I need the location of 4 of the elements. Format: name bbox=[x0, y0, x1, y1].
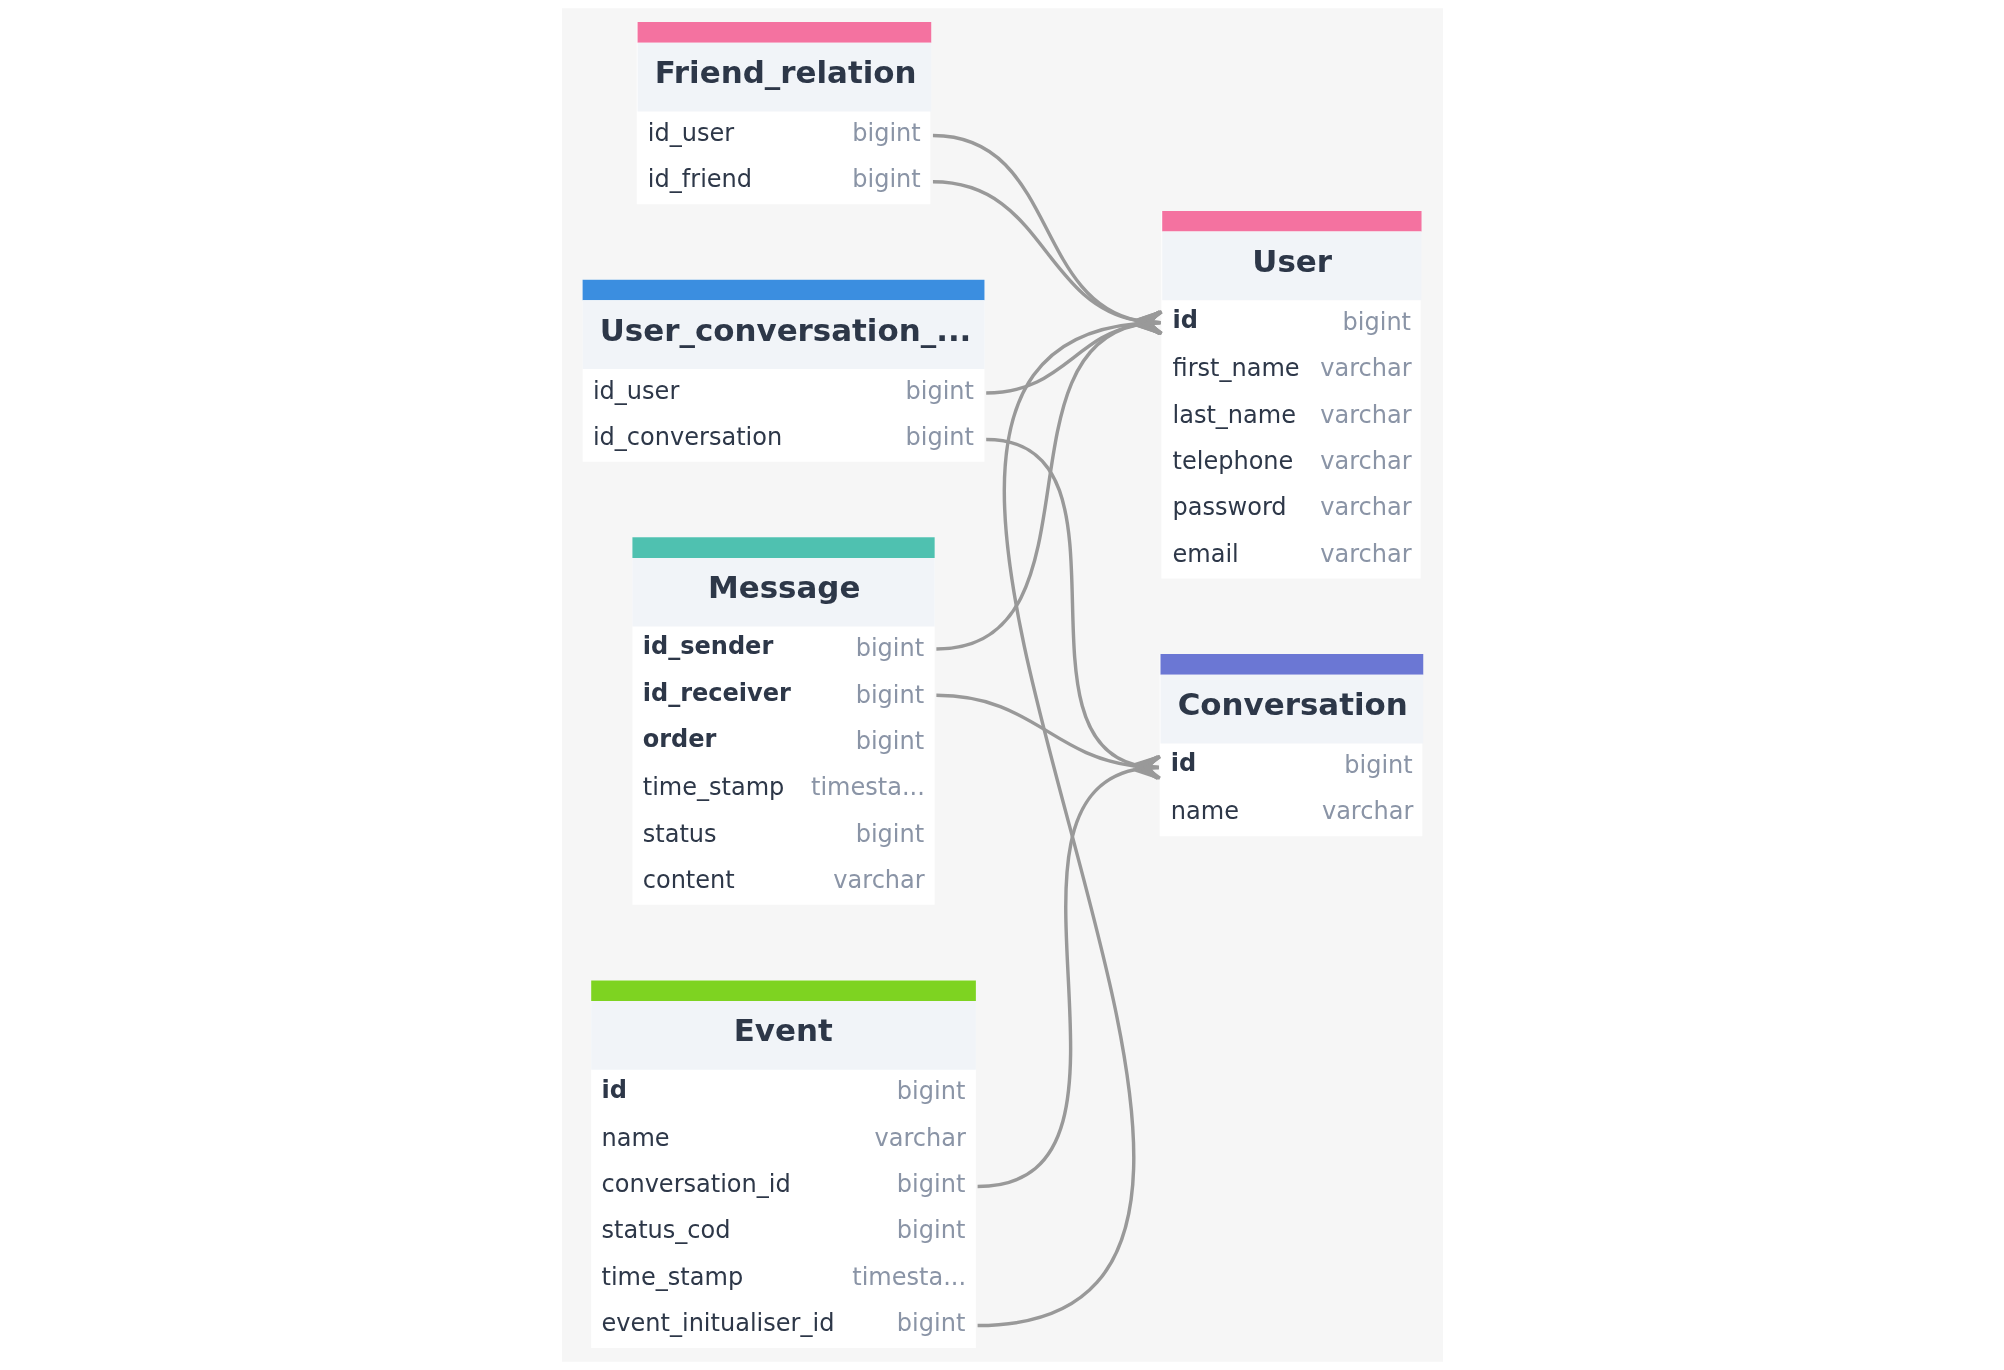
connector bbox=[935, 310, 1163, 651]
connector bbox=[985, 310, 1163, 395]
connector bbox=[932, 133, 1163, 336]
connector bbox=[932, 180, 1163, 336]
